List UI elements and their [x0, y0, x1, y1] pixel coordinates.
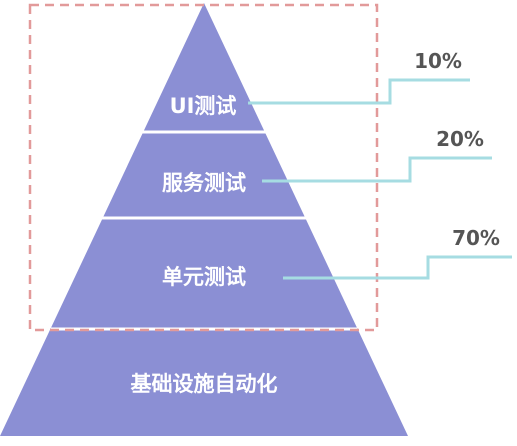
callout-line-service	[262, 156, 492, 183]
dashed-highlight-box	[28, 3, 379, 332]
percent-label-unit: 70%	[452, 226, 500, 250]
tier-label-unit: 单元测试	[162, 265, 246, 289]
percent-label-ui: 10%	[414, 49, 462, 73]
percent-label-service: 20%	[436, 127, 484, 151]
tier-label-ui: UI测试	[170, 94, 237, 118]
callout-line-ui	[248, 78, 470, 105]
callout-line-unit	[283, 255, 512, 280]
tier-label-service: 服务测试	[162, 171, 246, 195]
tier-label-infrastructure: 基础设施自动化	[131, 372, 278, 396]
